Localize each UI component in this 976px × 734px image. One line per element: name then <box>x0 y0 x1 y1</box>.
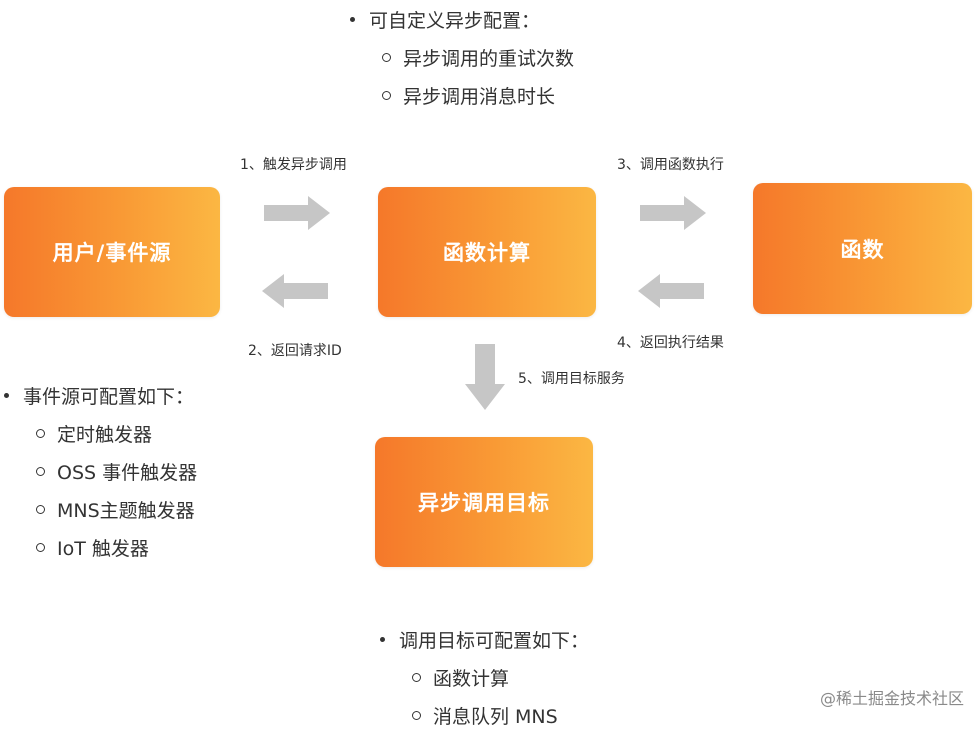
source-config-item: 定时触发器 <box>4 414 197 452</box>
user-event-source-box: 用户/事件源 <box>4 187 220 317</box>
left-arrow-icon <box>638 274 704 308</box>
step-4-label: 4、返回执行结果 <box>617 335 724 351</box>
target-config-list: 调用目标可配置如下： 函数计算 消息队列 MNS <box>380 620 589 734</box>
target-config-item: 函数计算 <box>380 658 589 696</box>
source-config-list: 事件源可配置如下： 定时触发器 OSS 事件触发器 MNS主题触发器 IoT 触… <box>4 376 197 566</box>
async-config-item: 异步调用消息时长 <box>350 76 574 114</box>
source-config-title: 事件源可配置如下： <box>4 376 197 414</box>
source-config-item: MNS主题触发器 <box>4 490 197 528</box>
function-compute-box: 函数计算 <box>378 187 596 317</box>
function-box: 函数 <box>753 183 972 314</box>
down-arrow-icon <box>465 344 505 410</box>
source-config-item: OSS 事件触发器 <box>4 452 197 490</box>
right-arrow-icon <box>640 196 706 230</box>
target-config-title: 调用目标可配置如下： <box>380 620 589 658</box>
left-arrow-icon <box>262 274 328 308</box>
async-config-title: 可自定义异步配置： <box>350 0 574 38</box>
step-2-label: 2、返回请求ID <box>248 343 342 359</box>
async-config-list: 可自定义异步配置： 异步调用的重试次数 异步调用消息时长 <box>350 0 574 114</box>
target-config-item: 消息队列 MNS <box>380 696 589 734</box>
step-5-label: 5、调用目标服务 <box>518 371 625 387</box>
async-config-item: 异步调用的重试次数 <box>350 38 574 76</box>
step-3-label: 3、调用函数执行 <box>617 157 724 173</box>
step-1-label: 1、触发异步调用 <box>240 157 347 173</box>
source-config-item: IoT 触发器 <box>4 528 197 566</box>
watermark: @稀土掘金技术社区 <box>819 689 964 708</box>
async-target-box: 异步调用目标 <box>375 437 593 567</box>
right-arrow-icon <box>264 196 330 230</box>
